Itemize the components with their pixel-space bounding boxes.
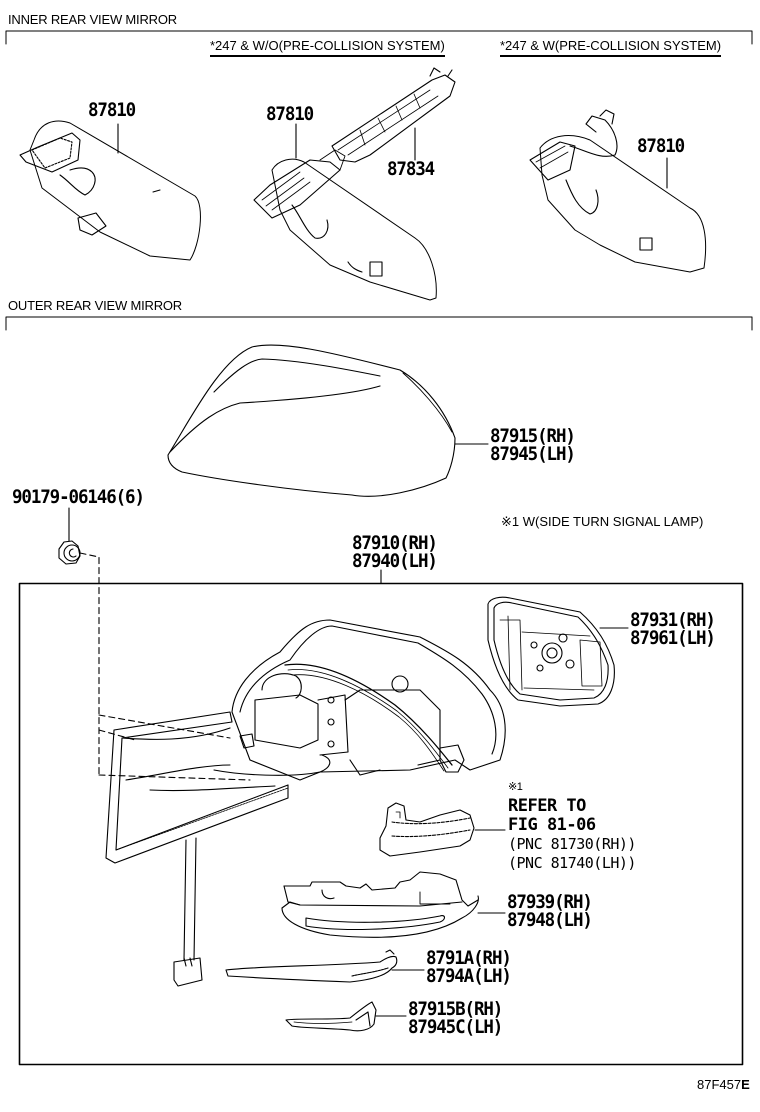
part-number-lh: 87945(LH)	[490, 443, 576, 465]
outer-section-frame	[5, 316, 753, 331]
part-label-inner-mirror-w-pcs[interactable]: 87810	[637, 135, 685, 157]
section-title-inner-mirror: INNER REAR VIEW MIRROR	[8, 12, 177, 27]
part-number-rh: 87915B(RH)	[408, 998, 503, 1020]
part-label-mirror-base-cover[interactable]: 87939(RH) 87948(LH)	[507, 891, 593, 931]
part-number-lh: 87948(LH)	[507, 909, 593, 931]
figure-code: 87F457E	[697, 1077, 750, 1092]
part-label-mirror-assembly[interactable]: 87910(RH) 87940(LH)	[352, 532, 438, 572]
part-number: 87810	[266, 103, 314, 125]
part-number: 90179-06146(6)	[12, 486, 145, 508]
reference-marker: ※1	[508, 781, 523, 793]
mirror-assembly-drawing[interactable]	[231, 619, 506, 781]
part-number-rh: 87931(RH)	[630, 609, 716, 631]
part-label-mirror-trim[interactable]: 87915B(RH) 87945C(LH)	[408, 998, 503, 1038]
part-number-rh: 8791A(RH)	[426, 947, 512, 969]
mirror-garnish-drawing[interactable]	[225, 949, 398, 983]
reference-refer-to: REFER TO	[508, 796, 586, 816]
reference-figure-link[interactable]: FIG 81-06	[508, 815, 596, 835]
part-number-rh: 87915(RH)	[490, 425, 576, 447]
part-label-mirror-glass-holder[interactable]: 87931(RH) 87961(LH)	[630, 609, 716, 649]
inner-mirror-w-pcs-drawing[interactable]	[529, 109, 707, 273]
reference-pnc-rh: (PNC 81730(RH))	[508, 835, 636, 853]
mirror-base-cover-drawing[interactable]	[281, 871, 479, 938]
mirror-glass-drawing[interactable]	[98, 711, 331, 987]
reference-turn-signal-lamp[interactable]: ※1 REFER TO FIG 81-06 (PNC 81730(RH)) (P…	[508, 778, 636, 873]
nut-install-path	[79, 552, 100, 776]
reference-pnc-lh: (PNC 81740(LH))	[508, 854, 636, 872]
inner-section-frame	[5, 30, 753, 45]
part-number: 87810	[637, 135, 685, 157]
variant-heading-without-pcs: *247 & W/O(PRE-COLLISION SYSTEM)	[210, 39, 445, 57]
figure-code-suffix: E	[741, 1077, 750, 1092]
footnote-side-turn-signal: ※1 W(SIDE TURN SIGNAL LAMP)	[501, 514, 704, 529]
part-number-lh: 8794A(LH)	[426, 965, 512, 987]
mirror-trim-drawing[interactable]	[285, 1001, 377, 1032]
part-number-lh: 87961(LH)	[630, 627, 716, 649]
part-number-lh: 87940(LH)	[352, 550, 438, 572]
turn-signal-lamp-drawing[interactable]	[379, 802, 475, 857]
section-title-outer-mirror: OUTER REAR VIEW MIRROR	[8, 298, 182, 313]
part-label-inner-mirror-wo-pcs[interactable]: 87810	[266, 103, 314, 125]
part-number: 87834	[387, 158, 435, 180]
part-label-inner-mirror-cover[interactable]: 87834	[387, 158, 435, 180]
part-label-nut[interactable]: 90179-06146(6)	[12, 486, 145, 508]
part-label-mirror-cover[interactable]: 87915(RH) 87945(LH)	[490, 425, 576, 465]
inner-mirror-cover-drawing[interactable]	[331, 67, 456, 163]
part-label-mirror-garnish[interactable]: 8791A(RH) 8794A(LH)	[426, 947, 512, 987]
mirror-glass-holder-drawing[interactable]	[487, 596, 615, 707]
nut-drawing[interactable]	[58, 540, 81, 565]
part-number-lh: 87945C(LH)	[408, 1016, 503, 1038]
part-number-rh: 87939(RH)	[507, 891, 593, 913]
inner-mirror-wo-pcs-drawing[interactable]	[253, 149, 437, 301]
part-label-inner-mirror-standard[interactable]: 87810	[88, 99, 136, 121]
variant-heading-with-pcs: *247 & W(PRE-COLLISION SYSTEM)	[500, 39, 722, 57]
part-number: 87810	[88, 99, 136, 121]
figure-code-number: 87F457	[697, 1077, 742, 1092]
part-number-rh: 87910(RH)	[352, 532, 438, 554]
mirror-cover-drawing[interactable]	[167, 344, 456, 497]
inner-mirror-standard-drawing[interactable]	[19, 120, 201, 261]
